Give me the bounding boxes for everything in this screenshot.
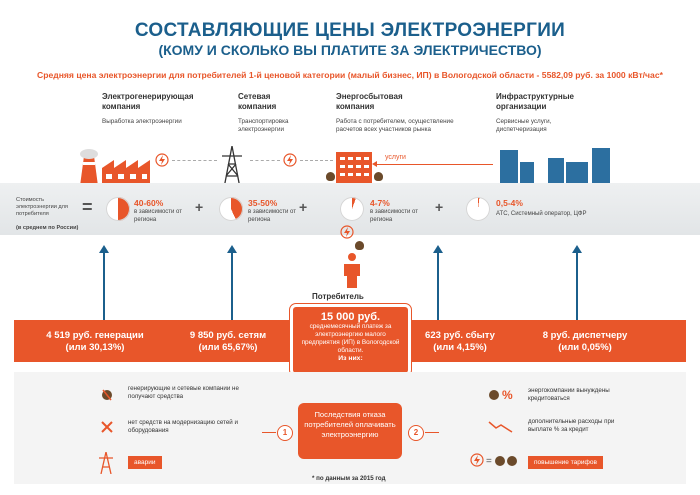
consumer-person-icon (340, 252, 364, 293)
share-pct-infrastructure: 0,5-4% (496, 198, 523, 208)
flow-arrow-head (572, 245, 582, 253)
plus-sign: + (435, 199, 444, 215)
consumer-label: Потребитель (312, 292, 364, 301)
left-item-1: генерирующие и сетевые компании не получ… (128, 385, 239, 400)
tools-icon (100, 420, 114, 439)
sales-building-icon (336, 152, 372, 186)
infrastructure-building-icon (548, 158, 564, 186)
share-pct-generation: 40-60% (134, 198, 164, 208)
step-badge-1: 1 (277, 425, 293, 441)
money-bag-icon (374, 172, 383, 181)
consequence-arrow-right (425, 432, 439, 433)
share-pie-network (219, 197, 243, 221)
services-arrow-head (372, 161, 377, 167)
broken-tower-icon (98, 451, 114, 479)
share-note-infrastructure: АТС, Системный оператор, ЦФР (496, 211, 587, 217)
infrastructure-building-icon (592, 148, 610, 186)
infrastructure-building-icon (520, 162, 534, 186)
cost-label-note: (в среднем по России) (16, 225, 79, 231)
services-arrow (375, 164, 493, 165)
generation-payment-share: (или 30,13%) (65, 342, 125, 353)
page-title: СОСТАВЛЯЮЩИЕ ЦЕНЫ ЭЛЕКТРОЭНЕРГИИ (134, 20, 566, 41)
share-pct-sales: 4-7% (370, 198, 390, 208)
share-note-network: в зависимости от региона (248, 209, 297, 223)
left-item-2: нет средств на модернизацию сетей и обор… (128, 419, 238, 434)
column-desc-network: Транспортировка электроэнергии (238, 118, 289, 133)
lightning-icon (283, 153, 297, 172)
column-heading-network: Сетевая компания (238, 92, 277, 111)
monthly-payment-box: 15 000 руб. среднемесячный платеж за эле… (290, 304, 411, 376)
share-pie-generation (106, 197, 130, 221)
power-plant-icon (70, 148, 152, 186)
accidents-tag: аварии (128, 456, 162, 469)
flow-arrow-network (231, 252, 233, 320)
column-heading-generation: Электрогенерирующая компания (102, 92, 194, 111)
dispatch-payment-amount: 8 руб. диспетчеру (542, 330, 628, 341)
cost-label: Стоимость электроэнергии для потребителя (16, 197, 68, 217)
svg-text:=: = (486, 456, 492, 467)
consequence-arrow-left (262, 432, 276, 433)
infrastructure-building-icon (500, 150, 518, 186)
monthly-payment-from: Из них: (338, 355, 363, 362)
generation-payment-amount: 4 519 руб. генерации (46, 330, 144, 341)
declining-chart-icon (488, 420, 514, 439)
column-desc-sales: Работа с потребителем, осуществление рас… (336, 118, 454, 133)
network-payment-share: (или 65,67%) (198, 342, 258, 353)
column-heading-infrastructure: Инфраструктурные организации (496, 92, 574, 111)
sales-payment-share: (или 4,15%) (433, 342, 487, 353)
page-subtitle: (КОМУ И СКОЛЬКО ВЫ ПЛАТИТЕ ЗА ЭЛЕКТРИЧЕС… (158, 42, 542, 58)
flow-line (172, 160, 217, 161)
plus-sign: + (299, 199, 308, 215)
column-desc-generation: Выработка электроэнергии (102, 118, 182, 125)
share-note-generation: в зависимости от региона (134, 209, 183, 223)
network-payment: 9 850 руб. сетям (или 65,67%) (168, 330, 288, 354)
generation-payment: 4 519 руб. генерации (или 30,13%) (30, 330, 160, 354)
share-pie-infrastructure (466, 197, 490, 221)
flow-arrow-head (433, 245, 443, 253)
money-bag-icon (326, 172, 335, 181)
tariff-increase-tag: повышение тарифов (528, 456, 603, 469)
right-item-1: энергокомпании вынуждены кредитоваться (528, 387, 610, 402)
flow-arrow-head (227, 245, 237, 253)
plus-sign: + (195, 199, 204, 215)
no-money-icon (100, 387, 114, 406)
money-bag-icon (355, 241, 364, 250)
lightning-icon (340, 225, 354, 244)
flow-arrow-dispatch (576, 252, 578, 320)
share-note-sales: в зависимости от региона (370, 209, 419, 223)
power-tower-icon (220, 145, 244, 193)
flow-arrow-head (99, 245, 109, 253)
share-pct-network: 35-50% (248, 198, 278, 208)
svg-text:%: % (502, 388, 513, 401)
lightning-money-icon: = (470, 452, 530, 473)
lightning-icon (155, 153, 169, 172)
step-badge-2: 2 (408, 425, 424, 441)
consequences-box: Последствия отказа потребителей оплачива… (298, 403, 402, 459)
column-heading-sales: Энергосбытовая компания (336, 92, 403, 111)
dispatch-payment-share: (или 0,05%) (558, 342, 612, 353)
sales-payment: 623 руб. сбыту (или 4,15%) (410, 330, 510, 354)
dispatch-payment: 8 руб. диспетчеру (или 0,05%) (520, 330, 650, 354)
consequences-text: Последствия отказа потребителей оплачива… (304, 410, 396, 439)
sales-payment-amount: 623 руб. сбыту (425, 330, 495, 341)
column-desc-infrastructure: Сервисные услуги, диспетчеризация (496, 118, 552, 133)
monthly-payment-amount: 15 000 руб. (320, 311, 381, 323)
equals-sign: = (82, 197, 93, 217)
infrastructure-building-icon (566, 162, 588, 186)
credit-icon: % (488, 387, 514, 406)
average-price-note: Средняя цена электроэнергии для потребит… (37, 70, 663, 80)
share-pie-sales (340, 197, 364, 221)
flow-arrow-sales (437, 252, 439, 320)
flow-line (250, 160, 280, 161)
network-payment-amount: 9 850 руб. сетям (189, 330, 267, 341)
footnote: * по данным за 2015 год (312, 475, 386, 482)
services-label: услуги (385, 154, 406, 161)
flow-arrow-generation (103, 252, 105, 320)
right-item-2: дополнительные расходы при выплате % за … (528, 418, 615, 433)
flow-line (300, 160, 333, 161)
monthly-payment-text: среднемесячный платеж за электроэнергию … (301, 323, 400, 354)
